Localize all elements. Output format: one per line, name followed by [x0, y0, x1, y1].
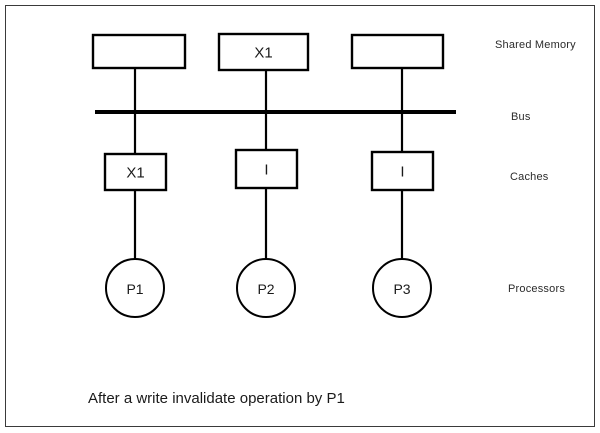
processor-label-3: P3	[393, 281, 410, 297]
cache-block-3[interactable]	[370, 150, 435, 192]
figure-caption: After a write invalidate operation by P1	[88, 390, 345, 407]
row-legend-bus: Bus	[511, 111, 531, 123]
cache-block-label-3: I	[400, 164, 404, 181]
processor-circle-2[interactable]	[236, 258, 296, 318]
row-legend-shared-memory: Shared Memory	[495, 39, 576, 51]
memory-block-2[interactable]	[217, 32, 310, 72]
cache-block-label-2: I	[264, 162, 268, 179]
processor-circle-3[interactable]	[372, 258, 432, 318]
memory-block-1[interactable]	[91, 33, 187, 70]
cache-block-label-1: X1	[126, 165, 144, 182]
cache-block-1[interactable]	[103, 152, 168, 192]
processor-label-1: P1	[126, 281, 143, 297]
column-2: X1I P2	[217, 32, 310, 318]
figure-border	[5, 5, 595, 427]
row-legend-caches: Caches	[510, 171, 549, 183]
column-3: I P3	[350, 33, 445, 318]
row-legend-processors: Processors	[508, 283, 566, 295]
memory-block-label-2: X1	[254, 45, 272, 62]
processor-label-2: P2	[257, 281, 274, 297]
memory-block-3[interactable]	[350, 33, 445, 70]
processor-circle-1[interactable]	[105, 258, 165, 318]
cache-block-2[interactable]	[234, 148, 299, 190]
